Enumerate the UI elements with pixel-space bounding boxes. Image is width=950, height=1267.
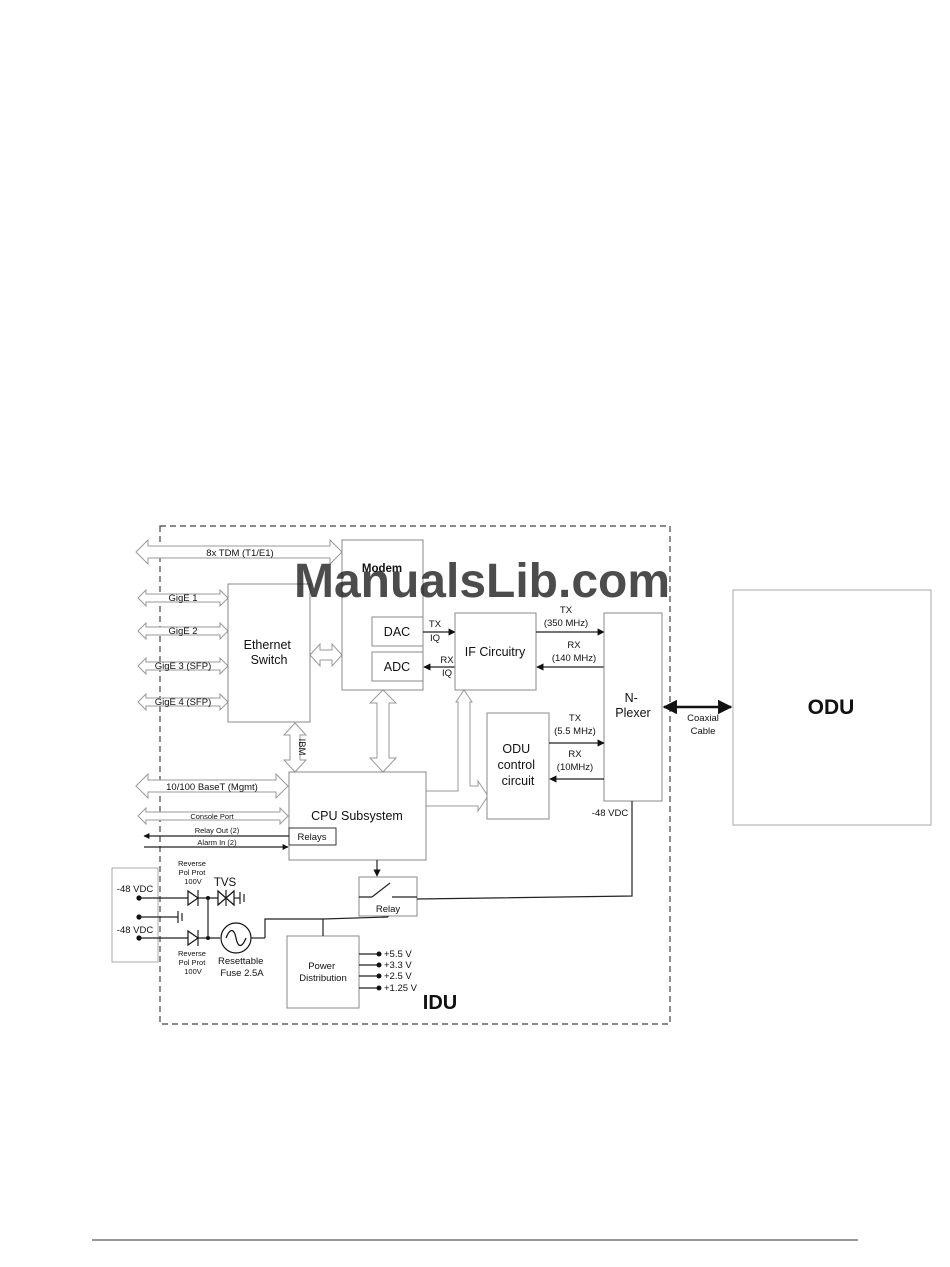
gige4-label: GigE 4 (SFP): [155, 697, 212, 708]
rx-ctrl-signal: RX (10MHz): [549, 749, 604, 783]
dac-label: DAC: [384, 625, 410, 639]
idu-boundary: [159, 525, 671, 1025]
relays-label: Relays: [297, 832, 326, 843]
cpu-subsystem-block: CPU Subsystem Relays: [288, 771, 427, 861]
power-distribution-label: Power Distribution: [299, 961, 347, 984]
adc-block: ADC: [371, 651, 424, 682]
svg-text:IQ: IQ: [442, 668, 452, 679]
svg-text:RX: RX: [568, 749, 582, 760]
tx-iq-signal: TX IQ: [423, 619, 456, 644]
rail-3-3v: +3.3 V: [384, 960, 412, 971]
power-connector-box: [111, 867, 159, 963]
idu-label: IDU: [423, 992, 457, 1014]
reverse-pol-bottom: Reverse Pol Prot 100V: [178, 949, 208, 976]
relay-out-line: Relay Out (2): [143, 826, 289, 839]
rx-if-signal: RX (140 MHz): [536, 640, 604, 671]
modem-block: Modem DAC ADC: [341, 539, 424, 691]
switch-modem-bus: [309, 642, 343, 668]
mgmt-label: 10/100 BaseT (Mgmt): [166, 782, 258, 793]
gige4-bus: GigE 4 (SFP): [137, 692, 229, 712]
svg-text:Cable: Cable: [691, 726, 716, 737]
watermark: ManualsLib.com: [294, 555, 670, 608]
nplexer-label: N- Plexer: [615, 691, 650, 720]
svg-text:IQ: IQ: [430, 633, 440, 644]
tvs-label: TVS: [214, 877, 237, 889]
power-rails: +5.5 V +3.3 V +2.5 V +1.25 V: [359, 949, 418, 994]
tx-ctrl-signal: TX (5.5 MHz): [549, 713, 605, 747]
fuse-label: Resettable Fuse 2.5A: [218, 956, 266, 979]
odu-block: ODU: [732, 589, 932, 826]
rail-2-5v: +2.5 V: [384, 971, 412, 982]
relay-plexer-line: [416, 801, 633, 900]
gige2-label: GigE 2: [168, 626, 197, 637]
power-distribution-block: Power Distribution: [286, 935, 360, 1009]
ethernet-switch-label: Ethernet Switch: [244, 638, 295, 667]
rail-5-5v: +5.5 V: [384, 949, 412, 960]
relay-label: Relay: [376, 904, 401, 915]
mgmt-bus: 10/100 BaseT (Mgmt): [135, 772, 289, 800]
coaxial-cable: Coaxial Cable: [662, 699, 733, 737]
svg-text:TX: TX: [560, 605, 573, 616]
dac-block: DAC: [371, 616, 424, 647]
console-bus: Console Port: [137, 806, 289, 826]
input-48vdc-bottom: -48 VDC: [117, 925, 154, 936]
gige3-label: GigE 3 (SFP): [155, 661, 212, 672]
relay-out-label: Relay Out (2): [195, 826, 240, 835]
alarm-in-line: Alarm In (2): [144, 838, 289, 850]
odu-control-label: ODU control circuit: [497, 742, 538, 788]
if-circuitry-label: IF Circuitry: [465, 645, 526, 659]
modem-cpu-bus: [368, 689, 398, 773]
svg-text:TX: TX: [429, 619, 442, 630]
svg-text:(350 MHz): (350 MHz): [544, 618, 588, 629]
alarm-in-label: Alarm In (2): [197, 838, 237, 847]
gige1-bus: GigE 1: [137, 588, 229, 608]
nplexer-48vdc-label: -48 VDC: [592, 808, 629, 819]
relays-block: Relays: [288, 827, 337, 846]
ibm-label: IBM: [296, 739, 307, 756]
odu-control-block: ODU control circuit: [486, 712, 550, 820]
modem-label: Modem: [362, 563, 402, 575]
svg-text:RX: RX: [440, 655, 454, 666]
reverse-pol-top: Reverse Pol Prot 100V: [178, 859, 208, 886]
svg-text:Coaxial: Coaxial: [687, 713, 719, 724]
svg-text:(10MHz): (10MHz): [557, 762, 593, 773]
rail-1-25v: +1.25 V: [384, 983, 418, 994]
svg-text:(140 MHz): (140 MHz): [552, 653, 596, 664]
cpu-subsystem-label: CPU Subsystem: [311, 809, 403, 823]
tx-if-signal: TX (350 MHz): [536, 605, 605, 636]
adc-label: ADC: [384, 660, 410, 674]
gige3-bus: GigE 3 (SFP): [137, 656, 229, 676]
input-48vdc-top: -48 VDC: [117, 884, 154, 895]
tdm-label: 8x TDM (T1/E1): [206, 548, 273, 559]
cpu-odu-bus: [425, 689, 489, 813]
svg-text:RX: RX: [567, 640, 581, 651]
ibm-bus: IBM: [282, 722, 308, 773]
gige2-bus: GigE 2: [137, 621, 229, 641]
input-wiring: [136, 889, 389, 954]
if-circuitry-block: IF Circuitry: [454, 612, 537, 691]
rx-iq-signal: RX IQ: [423, 655, 455, 679]
gige1-label: GigE 1: [168, 593, 197, 604]
svg-text:TX: TX: [569, 713, 582, 724]
console-label: Console Port: [190, 812, 234, 821]
nplexer-block: N- Plexer: [603, 612, 663, 802]
relay-block: Relay: [358, 876, 418, 917]
odu-label: ODU: [808, 696, 855, 719]
svg-text:(5.5 MHz): (5.5 MHz): [554, 726, 596, 737]
ethernet-switch-block: Ethernet Switch: [227, 583, 311, 723]
